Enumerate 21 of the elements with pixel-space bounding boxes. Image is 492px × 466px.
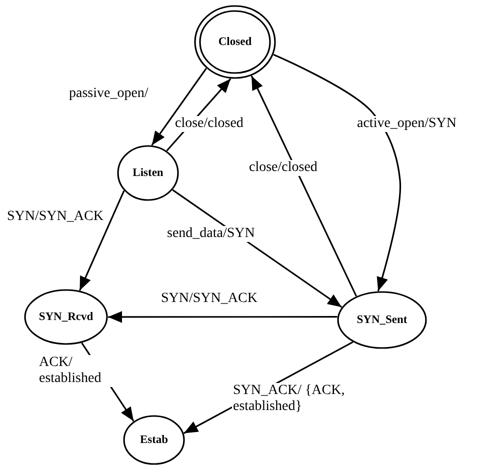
state-circle: [337, 291, 427, 349]
edge-label: active_open/SYN: [356, 116, 458, 132]
transition-arrow: [250, 76, 358, 297]
state-name: Estab: [140, 434, 168, 446]
start-state-double-circle: [194, 5, 276, 79]
state-name: SYN_Sent: [356, 314, 408, 326]
state-name: SYN_Rcvd: [38, 311, 94, 323]
state-circle: [123, 415, 185, 465]
transition-arrow: [78, 190, 125, 291]
transition-arrow: [273, 54, 402, 292]
edge-label: close/closed: [174, 116, 244, 132]
state-circle: [24, 289, 108, 345]
edge-label: passive_open/: [68, 86, 150, 102]
transition-arrow: [172, 189, 342, 308]
transition-arrow: [151, 68, 207, 146]
edge-label: send_data/SYN: [166, 226, 256, 242]
state-name: Listen: [132, 167, 164, 179]
state-circle: [117, 145, 179, 201]
transition-arrow: [108, 311, 338, 323]
edge-label: close/closed: [248, 160, 318, 176]
state-name: Closed: [218, 36, 252, 48]
